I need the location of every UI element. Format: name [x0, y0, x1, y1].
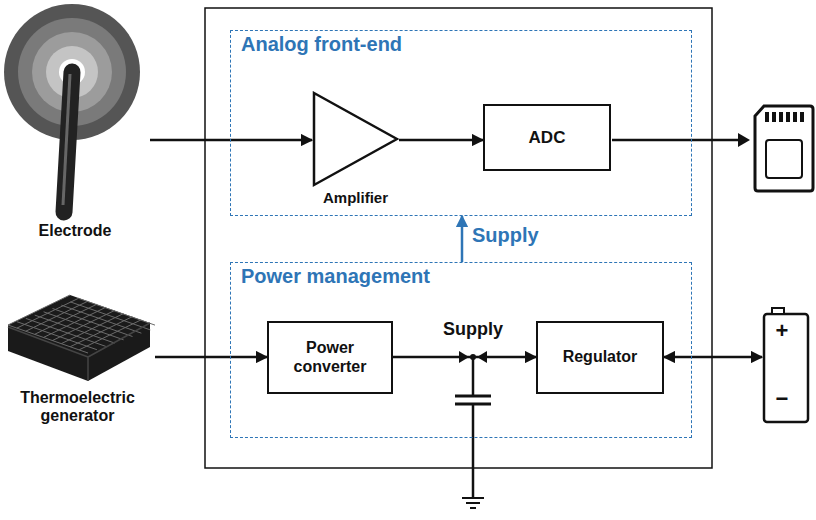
- output-arrow: [612, 139, 744, 142]
- node-label: ADC: [529, 128, 566, 148]
- node-label: +: [762, 318, 802, 343]
- node-label: Electrode: [0, 222, 150, 240]
- arrow-head: [477, 351, 487, 363]
- battery-node: +−: [762, 306, 812, 426]
- edge-label: Supply: [472, 224, 539, 247]
- arrow-head: [738, 133, 750, 147]
- node-label: Amplifier: [292, 189, 419, 206]
- connector: [461, 216, 464, 262]
- connector: [150, 139, 312, 142]
- electrode-node: Electrode: [0, 0, 150, 245]
- node-label: Thermoelectric generator: [0, 389, 155, 426]
- section-frame: Power managementPower converter Regulator: [230, 262, 692, 438]
- capacitor-symbol: [455, 357, 491, 498]
- section-heading: Analog front-end: [241, 33, 402, 56]
- process-box: Regulator: [536, 321, 664, 394]
- connector: [155, 356, 267, 359]
- connector: [399, 139, 483, 142]
- node-label: Power converter: [273, 339, 387, 376]
- arrow-head: [459, 351, 469, 363]
- section-frame: Analog front-endAmplifier ADC: [230, 30, 692, 216]
- amp-node: Amplifier: [312, 91, 399, 209]
- process-box: ADC: [483, 104, 611, 171]
- ground-symbol: [462, 498, 484, 508]
- chip-outline: [205, 8, 712, 468]
- process-box: Power converter: [267, 321, 393, 394]
- electrode-icon: [0, 0, 150, 245]
- edge-label: Supply: [443, 319, 503, 340]
- teg-node: Thermoelectric generator: [0, 285, 155, 447]
- sd-card-icon: [755, 106, 813, 191]
- node-label: −: [762, 386, 802, 411]
- section-heading: Power management: [241, 265, 430, 288]
- connector: [664, 356, 762, 359]
- node-label: Regulator: [563, 348, 638, 366]
